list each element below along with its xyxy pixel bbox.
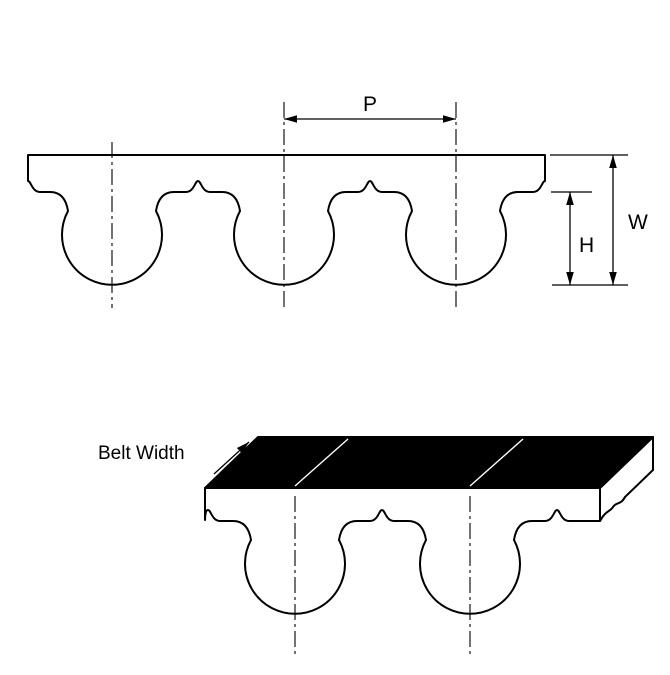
overall-height-label: W — [628, 211, 648, 234]
belt-width-label: Belt Width — [98, 443, 185, 464]
tooth-height-label: H — [579, 234, 594, 257]
belt-3d-end-face — [599, 436, 654, 522]
belt-profile-view: P W H — [27, 93, 648, 308]
belt-3d-front-profile — [204, 487, 601, 615]
belt-width-arrow — [213, 441, 250, 475]
pitch-label: P — [363, 93, 377, 116]
belt-3d-top-face — [204, 436, 654, 489]
belt-isometric-view: Belt Width — [98, 436, 654, 658]
belt-profile-outline — [27, 154, 546, 286]
top-face-pitch-mark-2 — [469, 438, 524, 487]
top-face-pitch-mark-1 — [294, 438, 349, 487]
